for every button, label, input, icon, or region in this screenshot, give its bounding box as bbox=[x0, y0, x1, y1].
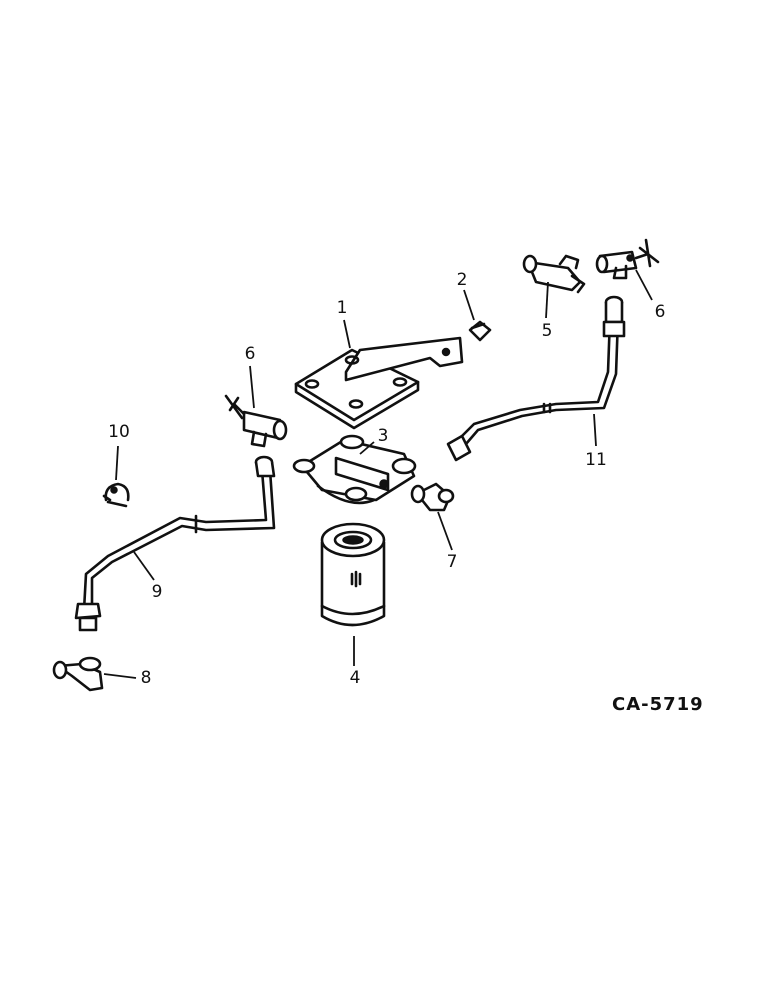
callout-6-right: 6 bbox=[655, 302, 666, 322]
part-6-bleed-valve-left bbox=[224, 394, 288, 448]
callout-5: 5 bbox=[542, 321, 553, 341]
callout-11: 11 bbox=[585, 450, 607, 470]
leader-11 bbox=[593, 413, 597, 447]
leader-10 bbox=[115, 445, 119, 481]
leader-1 bbox=[343, 319, 351, 349]
leader-6-left bbox=[249, 365, 255, 409]
callout-1: 1 bbox=[337, 298, 348, 318]
leader-6-right bbox=[635, 269, 653, 301]
callout-6-left: 6 bbox=[245, 344, 256, 364]
part-7-elbow-fitting bbox=[410, 482, 455, 512]
callout-8: 8 bbox=[141, 668, 152, 688]
callout-4: 4 bbox=[350, 668, 361, 688]
part-9-fuel-line bbox=[74, 455, 276, 632]
part-1-mounting-bracket bbox=[294, 336, 464, 430]
leader-7 bbox=[437, 511, 453, 551]
callout-9: 9 bbox=[152, 582, 163, 602]
reference-code: CA-5719 bbox=[612, 694, 704, 715]
part-10-clamp bbox=[102, 482, 130, 508]
callout-2: 2 bbox=[457, 270, 468, 290]
callout-10: 10 bbox=[108, 422, 130, 442]
callout-3: 3 bbox=[378, 426, 389, 446]
leader-5 bbox=[545, 281, 549, 319]
part-8-elbow-connector bbox=[52, 656, 104, 692]
part-4-filter-canister bbox=[320, 522, 386, 627]
leader-3 bbox=[359, 441, 375, 455]
leader-8 bbox=[103, 673, 137, 679]
part-11-fuel-line bbox=[446, 295, 626, 462]
leader-2 bbox=[463, 289, 475, 321]
leader-lines bbox=[103, 269, 653, 679]
callout-labels: 1 2 3 4 5 6 6 7 8 9 10 11 bbox=[108, 270, 665, 688]
leader-9 bbox=[133, 551, 155, 581]
part-6-bleed-valve-right bbox=[595, 238, 660, 280]
part-2-plug bbox=[468, 320, 492, 342]
part-5-tee-fitting bbox=[522, 254, 586, 294]
callout-7: 7 bbox=[447, 552, 458, 572]
part-3-filter-head bbox=[292, 434, 417, 505]
